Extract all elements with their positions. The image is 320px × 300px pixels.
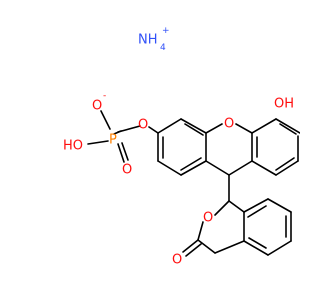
bond [148,126,159,134]
ring-oxygen: O [224,117,234,132]
bond [279,123,297,135]
bond [275,157,295,171]
bond [180,157,202,171]
phosphate-hydroxyl: HO [63,139,83,154]
lactone-oxygen: O [203,211,213,226]
phosphorus-atom: P [109,133,117,148]
bond [157,160,182,176]
bond [243,198,269,213]
molecule-canvas: NH 4 + O - HO P O O O OH O O [63,26,300,268]
bond [267,198,292,213]
bond-network [87,110,300,257]
ammonium-subscript: 4 [160,43,166,53]
bond [197,221,204,241]
bond [180,118,207,134]
bond [251,160,277,176]
bond [182,239,199,253]
bond [121,142,129,161]
bond [214,240,245,254]
bond [205,160,230,176]
bond [87,140,109,145]
carbonyl-oxygen: O [172,253,182,268]
phosphate-double-oxygen: O [122,163,132,178]
bond [184,123,204,136]
ammonium-ion: NH 4 + [138,26,170,53]
bond [205,123,223,134]
hydroxyl-group: OH [274,97,294,112]
bond [248,237,267,249]
bond [275,118,300,134]
bond [267,240,292,256]
bond [180,160,207,176]
bond [247,205,267,218]
bond [197,239,216,254]
ammonium-charge: + [162,26,170,36]
bond [157,118,182,134]
phosphate-anion-charge: - [103,91,106,101]
bond [235,123,253,134]
bond [228,200,245,213]
phosphate-anion-oxygen: O [92,99,102,114]
bond [117,143,125,163]
ester-oxygen: O [138,118,148,133]
bond [228,160,253,176]
bond [100,110,111,130]
bond [214,200,230,216]
bond [251,118,277,134]
bond [275,160,299,176]
ammonium-symbol: NH [138,33,158,48]
bond [185,243,202,257]
bond [243,240,269,256]
structure-diagram: NH 4 + O - HO P O O O OH O O [63,26,300,268]
atom-labels: NH 4 + O - HO P O O O OH O O [63,26,294,268]
bond [117,125,141,133]
